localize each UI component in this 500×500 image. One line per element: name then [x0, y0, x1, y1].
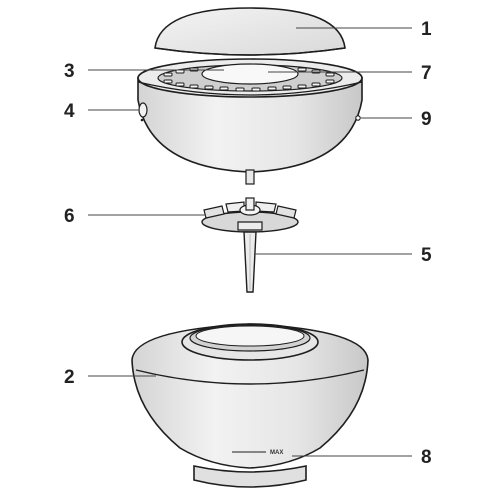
callout-4: 4 [64, 101, 75, 122]
callout-5: 5 [421, 245, 432, 266]
max-label: MAX [270, 450, 283, 456]
base-bowl: MAX [131, 323, 369, 488]
spike-stem [243, 231, 257, 293]
housing-spindle [245, 169, 255, 185]
callout-3: 3 [64, 61, 75, 82]
callout-1: 1 [421, 19, 432, 40]
callout-numbers: 1 3 7 4 9 6 5 2 8 [64, 19, 432, 468]
bowl-foot [193, 465, 307, 488]
upper-housing [137, 58, 363, 185]
callout-9: 9 [421, 109, 432, 130]
callout-8: 8 [421, 447, 432, 468]
callout-7: 7 [421, 63, 432, 84]
max-fill-marking: MAX [232, 450, 283, 456]
side-port [355, 115, 361, 121]
callout-6: 6 [64, 206, 75, 227]
impeller-disc [201, 197, 299, 233]
callout-2: 2 [64, 367, 75, 388]
leader-lines [88, 27, 412, 457]
top-dome-cover [154, 7, 346, 56]
power-button [138, 102, 148, 118]
light-module [201, 63, 299, 85]
